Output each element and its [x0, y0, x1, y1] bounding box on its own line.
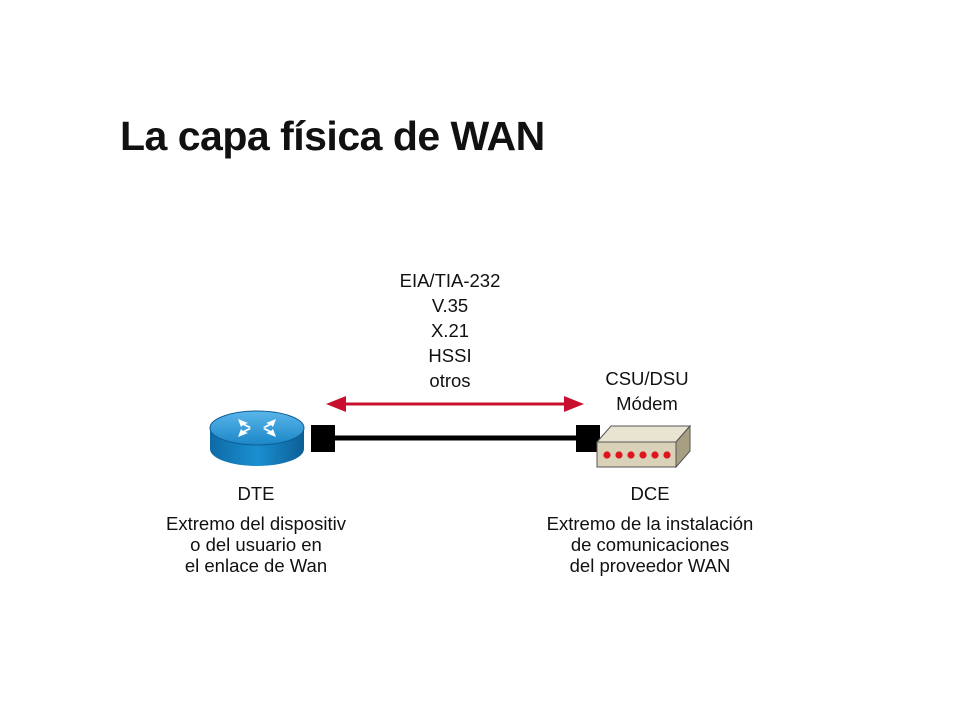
dce-device-label: Módem — [616, 393, 678, 414]
interface-arrow — [326, 396, 584, 412]
dce-caption: DCE Extremo de la instalación de comunic… — [527, 483, 773, 576]
dce-device-label: CSU/DSU — [605, 368, 689, 389]
dce-description-line: de comunicaciones — [570, 534, 730, 555]
protocol-item: X.21 — [430, 320, 470, 341]
protocol-item: HSSI — [428, 345, 472, 366]
dte-caption: DTE Extremo del dispositiv o del usuario… — [140, 483, 372, 576]
dte-description-line: el enlace de Wan — [184, 555, 328, 576]
dce-heading: DCE — [630, 483, 670, 504]
dce-description-line: Extremo de la instalación — [546, 513, 754, 534]
protocol-list: EIA/TIA-232 V.35 X.21 HSSI otros — [380, 268, 520, 393]
dte-description-line: o del usuario en — [190, 534, 322, 555]
protocol-item: otros — [429, 370, 471, 391]
serial-cable — [311, 425, 600, 452]
dce-device-labels: CSU/DSU Módem — [572, 366, 722, 416]
slide-title: La capa física de WAN — [120, 113, 545, 159]
router-icon — [209, 410, 305, 466]
protocol-item: V.35 — [431, 295, 469, 316]
dte-description-line: Extremo del dispositiv — [166, 513, 346, 534]
dce-description-line: del proveedor WAN — [569, 555, 731, 576]
dte-connector — [311, 425, 335, 452]
dte-heading: DTE — [237, 483, 275, 504]
dce-connector — [576, 425, 600, 452]
modem-leds — [603, 451, 671, 459]
protocol-item: EIA/TIA-232 — [399, 270, 501, 291]
modem-icon — [595, 424, 692, 469]
